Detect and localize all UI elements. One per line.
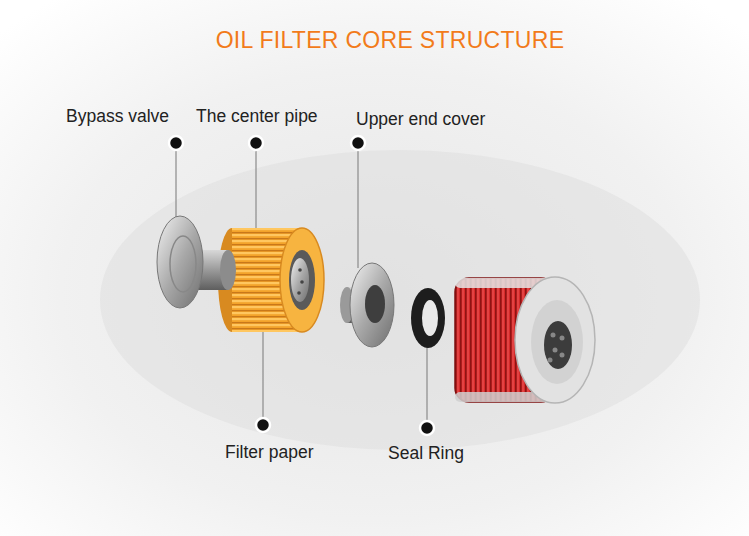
leader-line (426, 345, 427, 428)
pleated-face (280, 228, 324, 332)
part-label: Upper end cover (356, 109, 485, 130)
complete-oil-filter (455, 277, 595, 403)
bypass-valve (157, 216, 236, 308)
center-pipe (291, 258, 309, 302)
cap-hole (560, 353, 565, 358)
leader-lines (176, 143, 427, 428)
leader-line (262, 330, 263, 425)
ring-hole (422, 300, 438, 336)
callout-dot (420, 421, 434, 435)
cap-hole (553, 348, 558, 353)
end-cap-hole (544, 321, 572, 369)
haze (100, 150, 700, 450)
end-cap-inner (531, 300, 583, 384)
part-label: Bypass valve (66, 106, 169, 127)
cap-hole (560, 336, 565, 341)
upper-end-cover (340, 263, 394, 347)
part-label: Filter paper (225, 442, 314, 463)
filter-paper-cylinder (218, 228, 324, 332)
seal-ring (411, 288, 445, 348)
pipe-hole (297, 291, 301, 295)
cover-hole (365, 285, 385, 323)
leader-line (175, 143, 176, 222)
valve-disc (157, 216, 203, 308)
cap-hole (548, 358, 553, 363)
callout-dot (169, 136, 183, 150)
diagram-title: OIL FILTER CORE STRUCTURE (180, 27, 600, 55)
valve-ridge (170, 236, 196, 292)
cap-hole (551, 333, 556, 338)
ring-outer (411, 288, 445, 348)
callout-dots (169, 136, 434, 435)
callout-dot (249, 136, 263, 150)
end-cap (515, 277, 595, 403)
center-hole (289, 250, 315, 310)
part-label: Seal Ring (388, 443, 464, 464)
cover-disc (350, 263, 394, 347)
valve-boss-end (220, 250, 236, 290)
pipe-hole (298, 268, 302, 272)
part-label: The center pipe (196, 106, 318, 127)
pipe-hole (300, 280, 304, 284)
callout-dot (351, 136, 365, 150)
leader-line (255, 143, 256, 232)
callout-dot (256, 418, 270, 432)
leader-line (357, 143, 358, 268)
